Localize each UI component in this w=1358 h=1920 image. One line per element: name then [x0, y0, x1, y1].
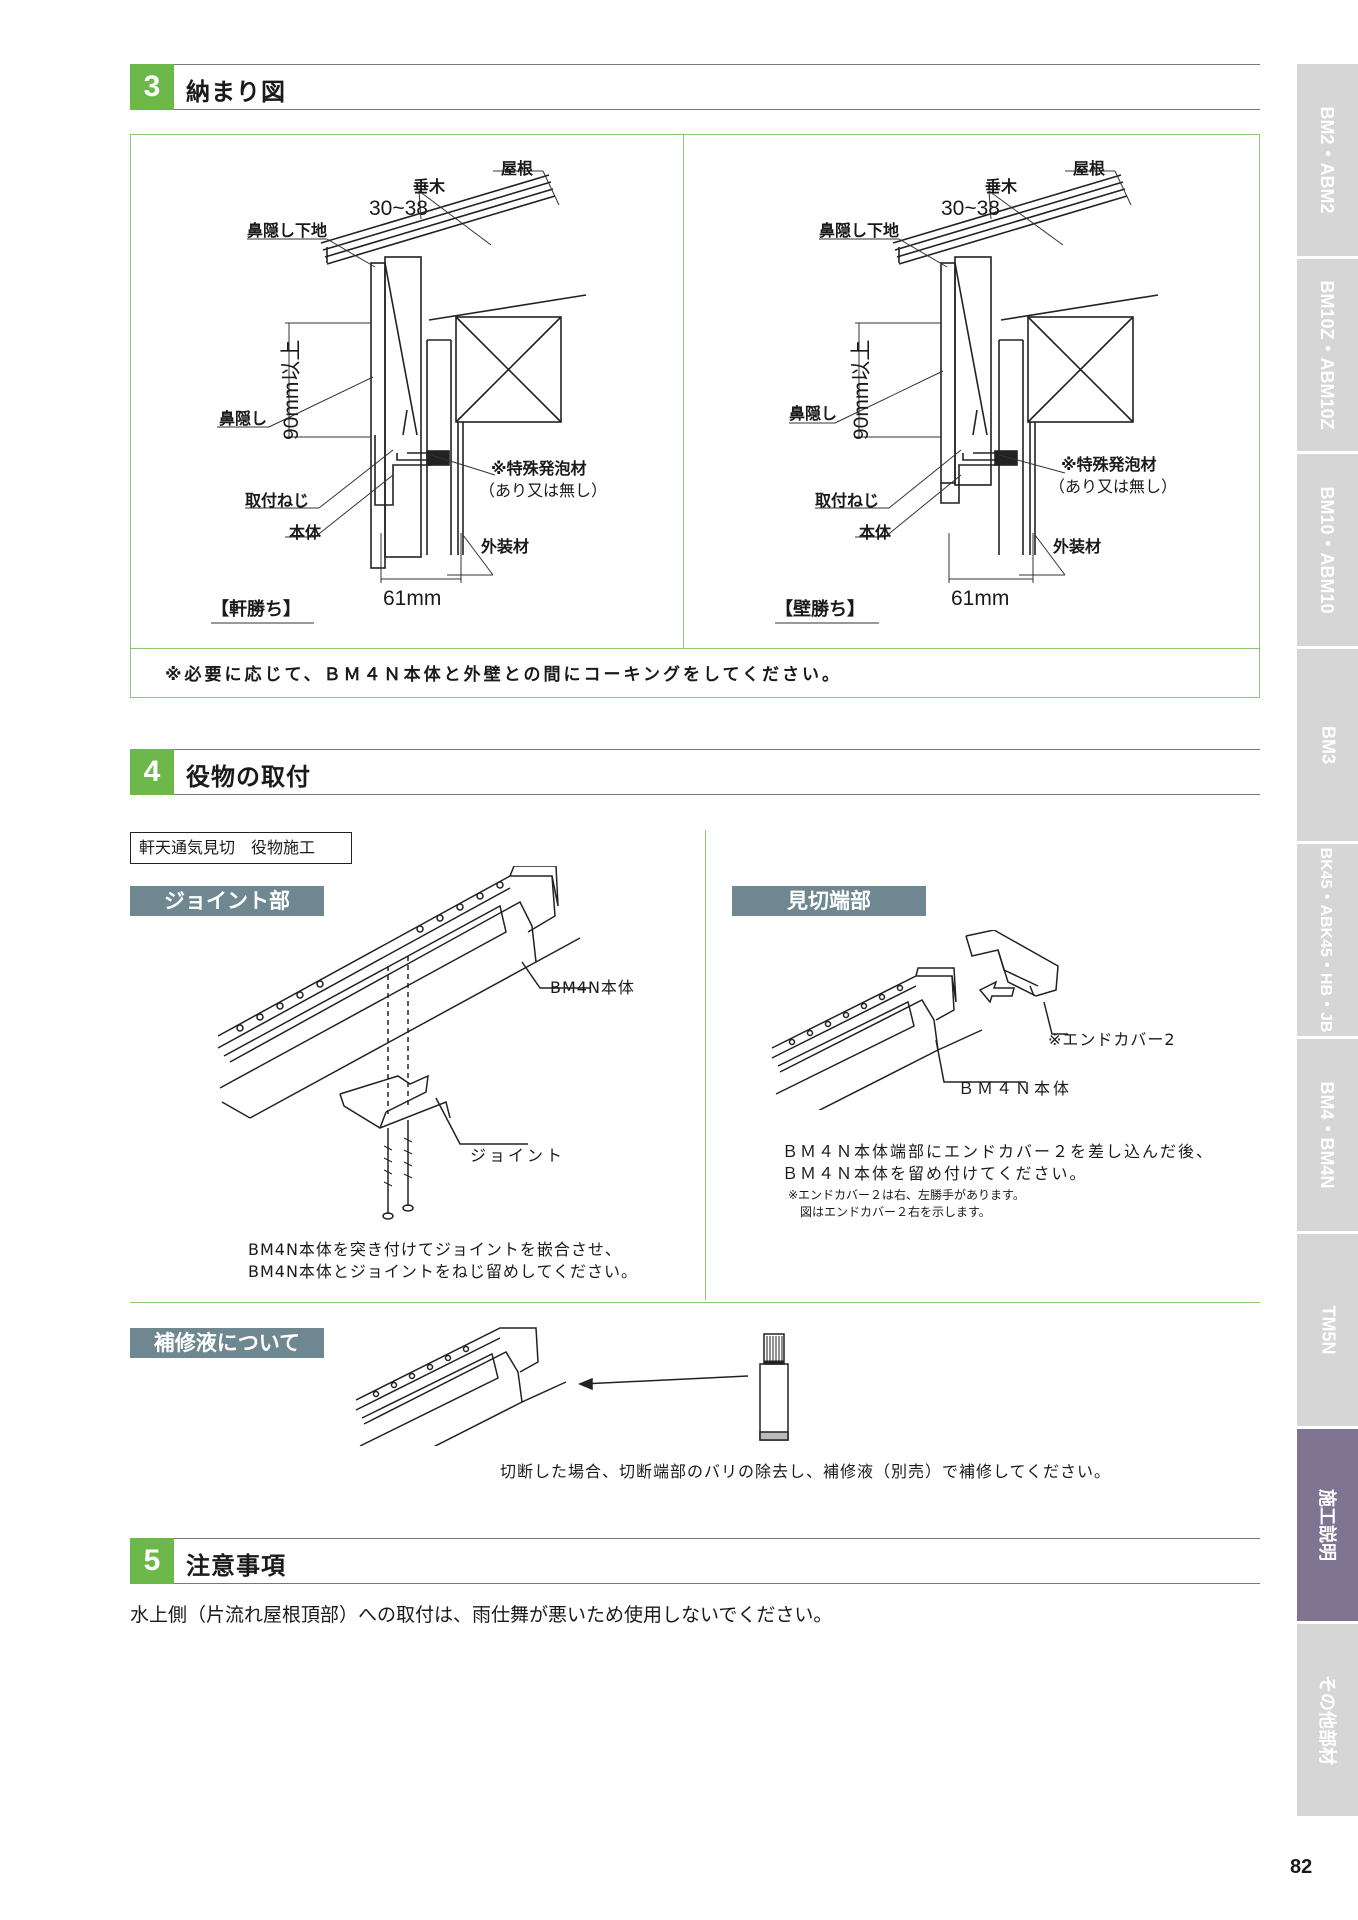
joint-label: ジョイント [470, 1146, 566, 1165]
foam-label: ※特殊発泡材 [491, 459, 587, 478]
dim-30-38: 30~38 [369, 197, 428, 220]
install-horizontal-divider [130, 1302, 1260, 1303]
end-note-2: 図はエンドカバー２右を示します。 [800, 1205, 991, 1219]
rafter-label: 垂木 [985, 177, 1018, 196]
eave-priority-caption: 【軒勝ち】 [211, 599, 301, 620]
joint-illustration [217, 866, 590, 1220]
joint-instruction-1: BM4N本体を突き付けてジョイントを嵌合させ、 [248, 1240, 622, 1259]
roof-label: 屋根 [501, 159, 534, 178]
dim-30-38: 30~38 [941, 197, 1000, 220]
joint-section-tag: ジョイント部 [130, 886, 324, 916]
nose-base-label: 鼻隠し下地 [247, 221, 328, 240]
siding-label: 外装材 [481, 537, 530, 556]
side-tab-bm10[interactable]: BM10・ABM10 [1297, 454, 1358, 646]
eave-section-drawing [211, 170, 587, 624]
screw-label: 取付ねじ [815, 491, 880, 510]
section-number: 4 [130, 749, 174, 795]
body-label: 本体 [289, 523, 322, 542]
wall-priority-caption: 【壁勝ち】 [775, 599, 865, 620]
dim-90mm: 90mm以上 [280, 339, 303, 440]
dim-61mm: 61mm [951, 587, 1010, 610]
end-body-label: ＢＭ４Ｎ本体 [958, 1079, 1073, 1098]
side-tab-bm3[interactable]: BM3 [1297, 649, 1358, 841]
side-tab-bm4[interactable]: BM4・BM4N [1297, 1039, 1358, 1231]
wall-section-drawing [775, 170, 1159, 624]
wall-priority-diagram: 屋根 垂木 30~38 鼻隠し下地 90mm以上 鼻隠し 取付ねじ 本体 ※特殊… [685, 135, 1237, 649]
repair-illustration [355, 1327, 789, 1446]
side-tab-bm2[interactable]: BM2・ABM2 [1297, 64, 1358, 256]
section-number: 3 [130, 64, 174, 110]
section-title: 注意事項 [186, 1552, 286, 1580]
dim-90mm: 90mm以上 [850, 339, 873, 440]
side-tab-other-parts[interactable]: その他部材 [1297, 1624, 1358, 1816]
end-cover-illustration [771, 930, 1068, 1110]
section-4-header: 4 役物の取付 [130, 749, 1260, 795]
section-number: 5 [130, 1538, 174, 1584]
detail-drawing-box: 屋根 垂木 30~38 鼻隠し下地 90mm以上 鼻隠し 取付ねじ 本体 ※特殊… [130, 134, 1260, 698]
joint-body-label: BM4N本体 [550, 978, 635, 997]
dim-61mm: 61mm [383, 587, 442, 610]
caution-text: 水上側（片流れ屋根頂部）への取付は、雨仕舞が悪いため使用しないでください。 [130, 1604, 833, 1626]
end-section-tag: 見切端部 [732, 886, 926, 916]
side-tab-bk45[interactable]: BK45・ABK45・HB・JB [1297, 844, 1358, 1036]
nose-label: 鼻隠し [219, 409, 268, 428]
end-instruction-1: ＢＭ４Ｎ本体端部にエンドカバー２を差し込んだ後、 [782, 1142, 1215, 1161]
install-vertical-divider [705, 830, 706, 1300]
foam-label: ※特殊発泡材 [1061, 455, 1157, 474]
joint-instruction-2: BM4N本体とジョイントをねじ留めしてください。 [248, 1262, 638, 1281]
install-category-tag: 軒天通気見切 役物施工 [130, 832, 352, 864]
rafter-label: 垂木 [413, 177, 446, 196]
section-5-header: 5 注意事項 [130, 1538, 1260, 1584]
screw-label: 取付ねじ [245, 491, 310, 510]
section-3-header: 3 納まり図 [130, 64, 1260, 110]
end-note-1: ※エンドカバー２は右、左勝手があります。 [788, 1188, 1025, 1202]
end-cover-label: ※エンドカバー2 [1048, 1030, 1176, 1049]
side-tab-installation[interactable]: 施工説明 [1297, 1429, 1358, 1621]
section-title: 納まり図 [186, 78, 286, 106]
nose-label: 鼻隠し [789, 404, 838, 423]
siding-label: 外装材 [1053, 537, 1102, 556]
repair-section-tag: 補修液について [130, 1328, 324, 1358]
end-instruction-2: ＢＭ４Ｎ本体を留め付けてください。 [782, 1164, 1088, 1183]
side-tab-tm5n[interactable]: TM5N [1297, 1234, 1358, 1426]
body-label: 本体 [859, 523, 892, 542]
roof-label: 屋根 [1073, 159, 1106, 178]
caulking-note: ※必要に応じて、ＢＭ４Ｎ本体と外壁との間にコーキングをしてください。 [165, 665, 842, 685]
foam-note: （あり又は無し） [479, 481, 608, 500]
repair-instruction: 切断した場合、切断端部のバリの除去し、補修液（別売）で補修してください。 [500, 1462, 1112, 1481]
page-number: 82 [1290, 1856, 1313, 1878]
eave-priority-diagram: 屋根 垂木 30~38 鼻隠し下地 90mm以上 鼻隠し 取付ねじ 本体 ※特殊… [131, 135, 683, 649]
side-tab-bm10z[interactable]: BM10Z・ABM10Z [1297, 259, 1358, 451]
foam-note: （あり又は無し） [1049, 477, 1178, 496]
nose-base-label: 鼻隠し下地 [819, 221, 900, 240]
section-title: 役物の取付 [186, 763, 311, 791]
side-tab-nav: BM2・ABM2 BM10Z・ABM10Z BM10・ABM10 BM3 BK4… [1297, 64, 1358, 1819]
